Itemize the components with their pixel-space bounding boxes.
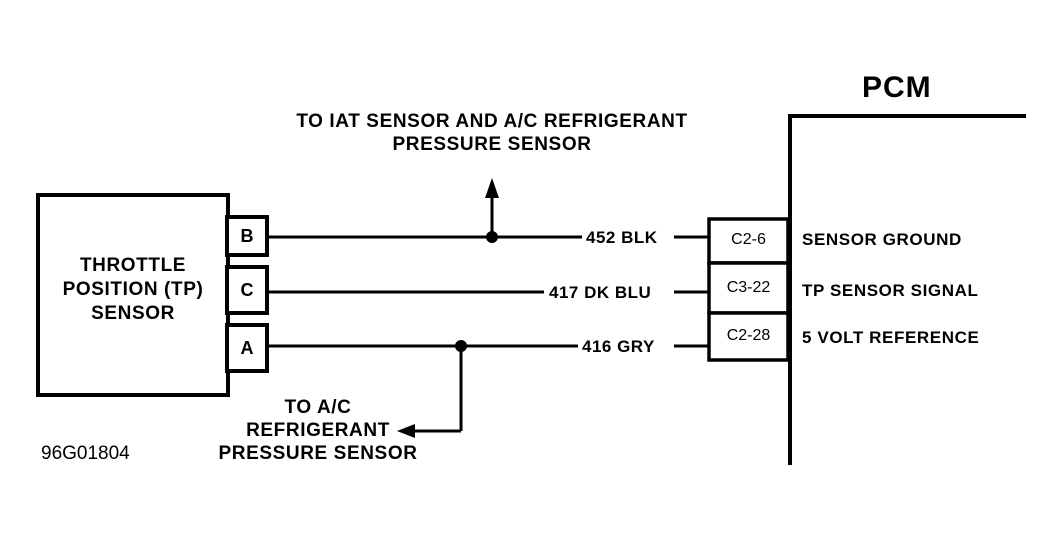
circuit-tp-sensor-signal: TP SENSOR SIGNAL [802,281,979,300]
circuit-5-volt-reference: 5 VOLT REFERENCE [802,328,980,347]
wire-label-452-blk: 452 BLK [586,228,658,247]
note-top-line2: PRESSURE SENSOR [392,134,592,156]
pin-c-label: C [240,280,254,300]
note-bottom: TO A/C REFRIGERANT PRESSURE SENSOR [203,396,433,466]
wire-label-416-gry: 416 GRY [582,337,655,356]
note-top-line1: TO IAT SENSOR AND A/C REFRIGERANT [296,111,688,132]
pcm-connector-c2-28 [707,311,790,362]
connector-label-c3-22: C3-22 [726,279,771,296]
arrow-up-icon [485,178,499,198]
circuit-sensor-ground: SENSOR GROUND [802,230,962,249]
pin-box-c [225,265,269,315]
figure-id: 96G01804 [41,443,130,464]
pcm-connector-c3-22 [707,261,790,315]
note-bottom-line3: PRESSURE SENSOR [218,443,418,465]
pcm-connector-c2-6 [707,217,790,265]
pcm-boundary [788,114,1026,465]
wire-label-417-dk-blu: 417 DK BLU [549,283,652,302]
note-top: TO IAT SENSOR AND A/C REFRIGERANT PRESSU… [250,110,734,156]
pin-a-label: A [240,338,254,358]
tp-sensor-title-line1: THROTTLE [79,255,187,276]
pin-b-label: B [240,226,254,246]
connector-label-c2-28: C2-28 [726,327,771,344]
connector-label-c2-6: C2-6 [731,231,766,248]
tp-sensor-title: THROTTLE POSITION (TP) SENSOR [40,254,226,325]
tp-sensor-title-line3: SENSOR [91,302,175,324]
pin-box-a [225,323,269,373]
arrow-left-icon [397,424,415,438]
tp-sensor-title-line2: POSITION (TP) [62,278,204,300]
note-bottom-line1: TO A/C [284,397,352,418]
pcm-title: PCM [862,71,932,104]
note-bottom-line2: REFRIGERANT [246,420,390,442]
